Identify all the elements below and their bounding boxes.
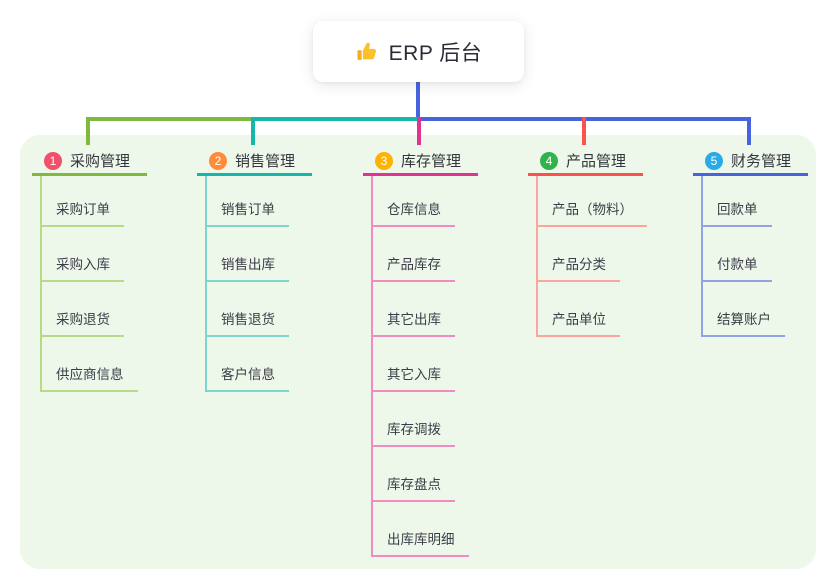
branch-4: 4 产品管理 产品（物料） 产品分类产品单位: [528, 117, 698, 337]
branch-node[interactable]: 1 采购管理: [32, 148, 147, 176]
branch-number-badge: 1: [44, 151, 62, 170]
child-node[interactable]: 产品库存: [371, 253, 455, 282]
child-node[interactable]: 销售退货: [205, 308, 289, 337]
child-node[interactable]: 其它入库: [371, 363, 455, 392]
child-node[interactable]: 库存盘点: [371, 473, 455, 502]
branch-2: 2 销售管理 销售订单销售出库销售退货客户信息: [197, 117, 367, 392]
branch-number-badge: 2: [209, 151, 227, 170]
branch-node[interactable]: 2 销售管理: [197, 148, 312, 176]
child-node[interactable]: 结算账户: [701, 308, 785, 337]
branch-node[interactable]: 5 财务管理: [693, 148, 808, 176]
child-node[interactable]: 销售出库: [205, 253, 289, 282]
child-node[interactable]: 供应商信息: [40, 363, 138, 392]
child-node[interactable]: 产品分类: [536, 253, 620, 282]
branch-connector-line: [251, 117, 255, 145]
branch-children: 回款单付款单结算账户: [701, 176, 785, 337]
child-node[interactable]: 出库库明细: [371, 528, 469, 557]
bus-segment-2: [253, 117, 417, 121]
bus-segment-1: [86, 117, 253, 121]
branch-children: 产品（物料） 产品分类产品单位: [536, 176, 647, 337]
branch-title: 产品管理: [566, 153, 627, 170]
child-node[interactable]: 客户信息: [205, 363, 289, 392]
branch-number-badge: 3: [375, 151, 393, 170]
branch-title: 库存管理: [401, 153, 462, 170]
branch-title: 采购管理: [70, 153, 131, 170]
branch-node[interactable]: 3 库存管理: [363, 148, 478, 176]
child-node[interactable]: 产品（物料）: [536, 198, 647, 227]
child-node[interactable]: 库存调拨: [371, 418, 455, 447]
branch-5: 5 财务管理 回款单付款单结算账户: [693, 117, 839, 337]
branch-connector-line: [86, 117, 90, 145]
branch-1: 1 采购管理 采购订单采购入库采购退货供应商信息: [32, 117, 202, 392]
child-node[interactable]: 采购订单: [40, 198, 124, 227]
root-stem-line: [416, 82, 420, 118]
branch-children: 采购订单采购入库采购退货供应商信息: [40, 176, 138, 392]
branch-children: 仓库信息产品库存其它出库其它入库库存调拨库存盘点出库库明细: [371, 176, 469, 557]
mindmap-background-panel: [20, 135, 816, 569]
child-node[interactable]: 回款单: [701, 198, 772, 227]
root-title: ERP 后台: [388, 41, 483, 65]
branch-children: 销售订单销售出库销售退货客户信息: [205, 176, 289, 392]
child-node[interactable]: 付款单: [701, 253, 772, 282]
root-node[interactable]: ERP 后台: [313, 21, 524, 82]
child-node[interactable]: 采购退货: [40, 308, 124, 337]
child-node[interactable]: 销售订单: [205, 198, 289, 227]
child-node[interactable]: 仓库信息: [371, 198, 455, 227]
thumbs-up-icon: [355, 40, 379, 64]
branch-connector-line: [417, 117, 421, 145]
branch-node[interactable]: 4 产品管理: [528, 148, 643, 176]
child-node[interactable]: 其它出库: [371, 308, 455, 337]
child-node[interactable]: 产品单位: [536, 308, 620, 337]
branch-connector-line: [582, 117, 586, 145]
child-node[interactable]: 采购入库: [40, 253, 124, 282]
branch-title: 财务管理: [731, 153, 792, 170]
branch-3: 3 库存管理 仓库信息产品库存其它出库其它入库库存调拨库存盘点出库库明细: [363, 117, 533, 557]
branch-title: 销售管理: [235, 153, 296, 170]
branch-number-badge: 5: [705, 151, 723, 170]
branch-number-badge: 4: [540, 151, 558, 170]
branch-connector-line: [747, 117, 751, 145]
